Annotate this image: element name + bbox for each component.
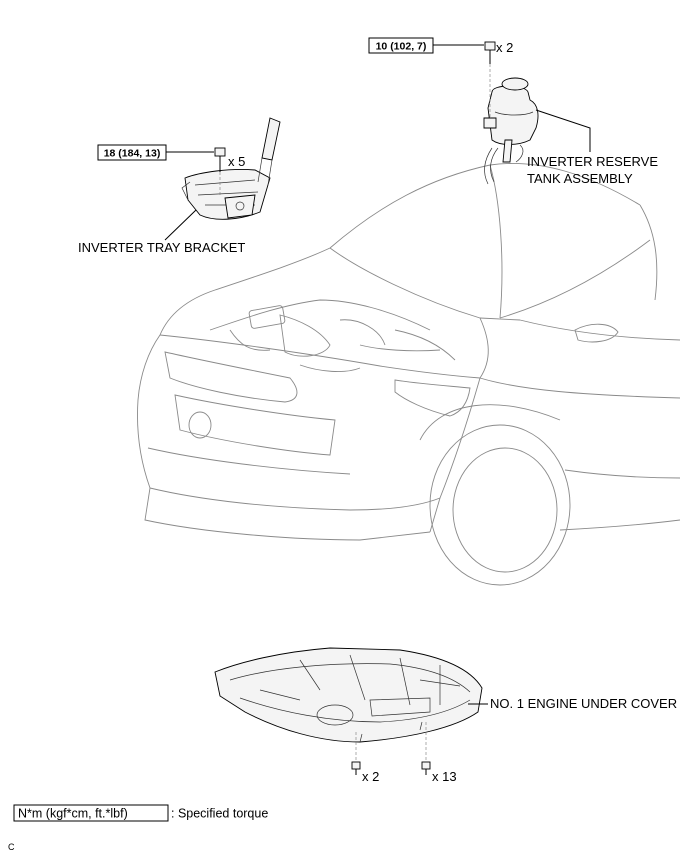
reserve-tank-torque-callout <box>368 37 484 54</box>
engine-under-cover-part <box>214 647 483 743</box>
reserve-tank-bolt-quantity: x 2 <box>496 40 513 55</box>
legend-unit-box <box>13 804 169 822</box>
tray-bracket-bolt-quantity: x 5 <box>228 154 245 169</box>
tray-bracket-torque-callout <box>97 144 214 161</box>
corner-code: C <box>8 842 15 852</box>
legend-description: : Specified torque <box>171 807 268 821</box>
tray-bracket-bolt <box>214 147 226 196</box>
reserve-tank-leader-line <box>535 109 591 152</box>
inverter-tray-bracket-label: INVERTER TRAY BRACKET <box>78 240 245 255</box>
reserve-tank-bolt <box>484 41 496 118</box>
under-cover-bolt-right <box>421 722 431 775</box>
tray-bracket-leader-line <box>164 209 197 241</box>
legend-unit-text: N*m (kgf*cm, ft.*lbf) <box>18 807 128 821</box>
tray-bracket-torque-value: 18 (184, 13) <box>104 148 161 160</box>
engine-under-cover-label: NO. 1 ENGINE UNDER COVER <box>490 696 677 711</box>
reserve-tank-label-line1: INVERTER RESERVE <box>527 154 658 169</box>
inverter-tray-bracket-part <box>181 117 281 220</box>
reserve-tank-label-line2: TANK ASSEMBLY <box>527 171 633 186</box>
under-cover-right-quantity: x 13 <box>432 769 457 784</box>
under-cover-left-quantity: x 2 <box>362 769 379 784</box>
inverter-reserve-tank-part <box>483 77 539 185</box>
under-cover-bolt-left <box>351 732 361 775</box>
vehicle-outline <box>137 162 681 586</box>
reserve-tank-torque-value: 10 (102, 7) <box>376 41 427 53</box>
